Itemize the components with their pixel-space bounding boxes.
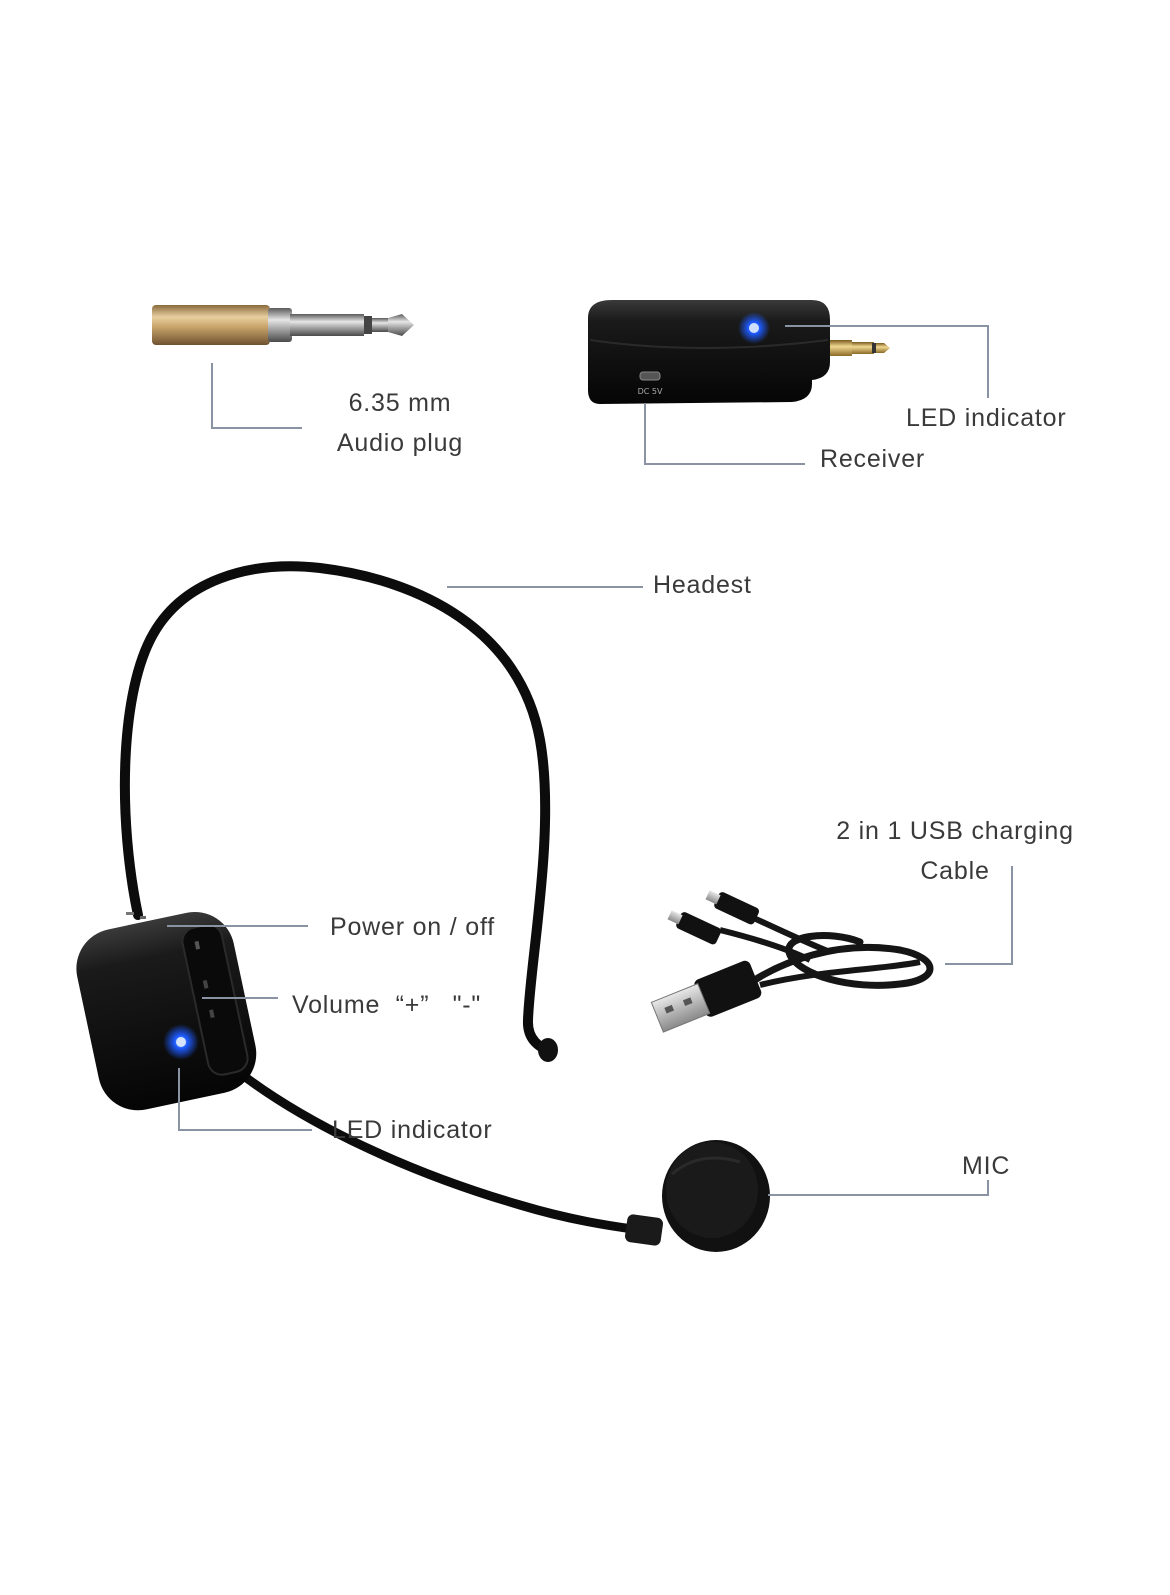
- receiver-device: DC 5V: [588, 300, 890, 404]
- audio-plug-label: 6.35 mm Audio plug: [320, 383, 480, 463]
- audio-plug-label-line2: Audio plug: [336, 429, 464, 457]
- receiver-label: Receiver: [820, 445, 926, 473]
- audio-plug-label-line1: 6.35 mm: [348, 389, 452, 417]
- usb-cable: [650, 890, 934, 1033]
- headset-label: Headest: [653, 571, 752, 599]
- headset: [76, 561, 770, 1252]
- receiver-led-label: LED indicator: [906, 404, 1067, 432]
- receiver-port-label: DC 5V: [638, 387, 663, 396]
- usb-cable-label-line2: Cable: [920, 857, 990, 885]
- headset-led-label: LED indicator: [332, 1116, 493, 1144]
- audio-plug: [152, 305, 414, 345]
- usb-cable-label: 2 in 1 USB charging Cable: [820, 811, 1090, 891]
- volume-label: Volume “+” "-": [292, 991, 482, 1019]
- power-label: Power on / off: [330, 913, 495, 941]
- leader-lines: [167, 325, 1013, 1196]
- usb-cable-label-line1: 2 in 1 USB charging: [836, 817, 1074, 845]
- mic-label: MIC: [962, 1152, 1011, 1180]
